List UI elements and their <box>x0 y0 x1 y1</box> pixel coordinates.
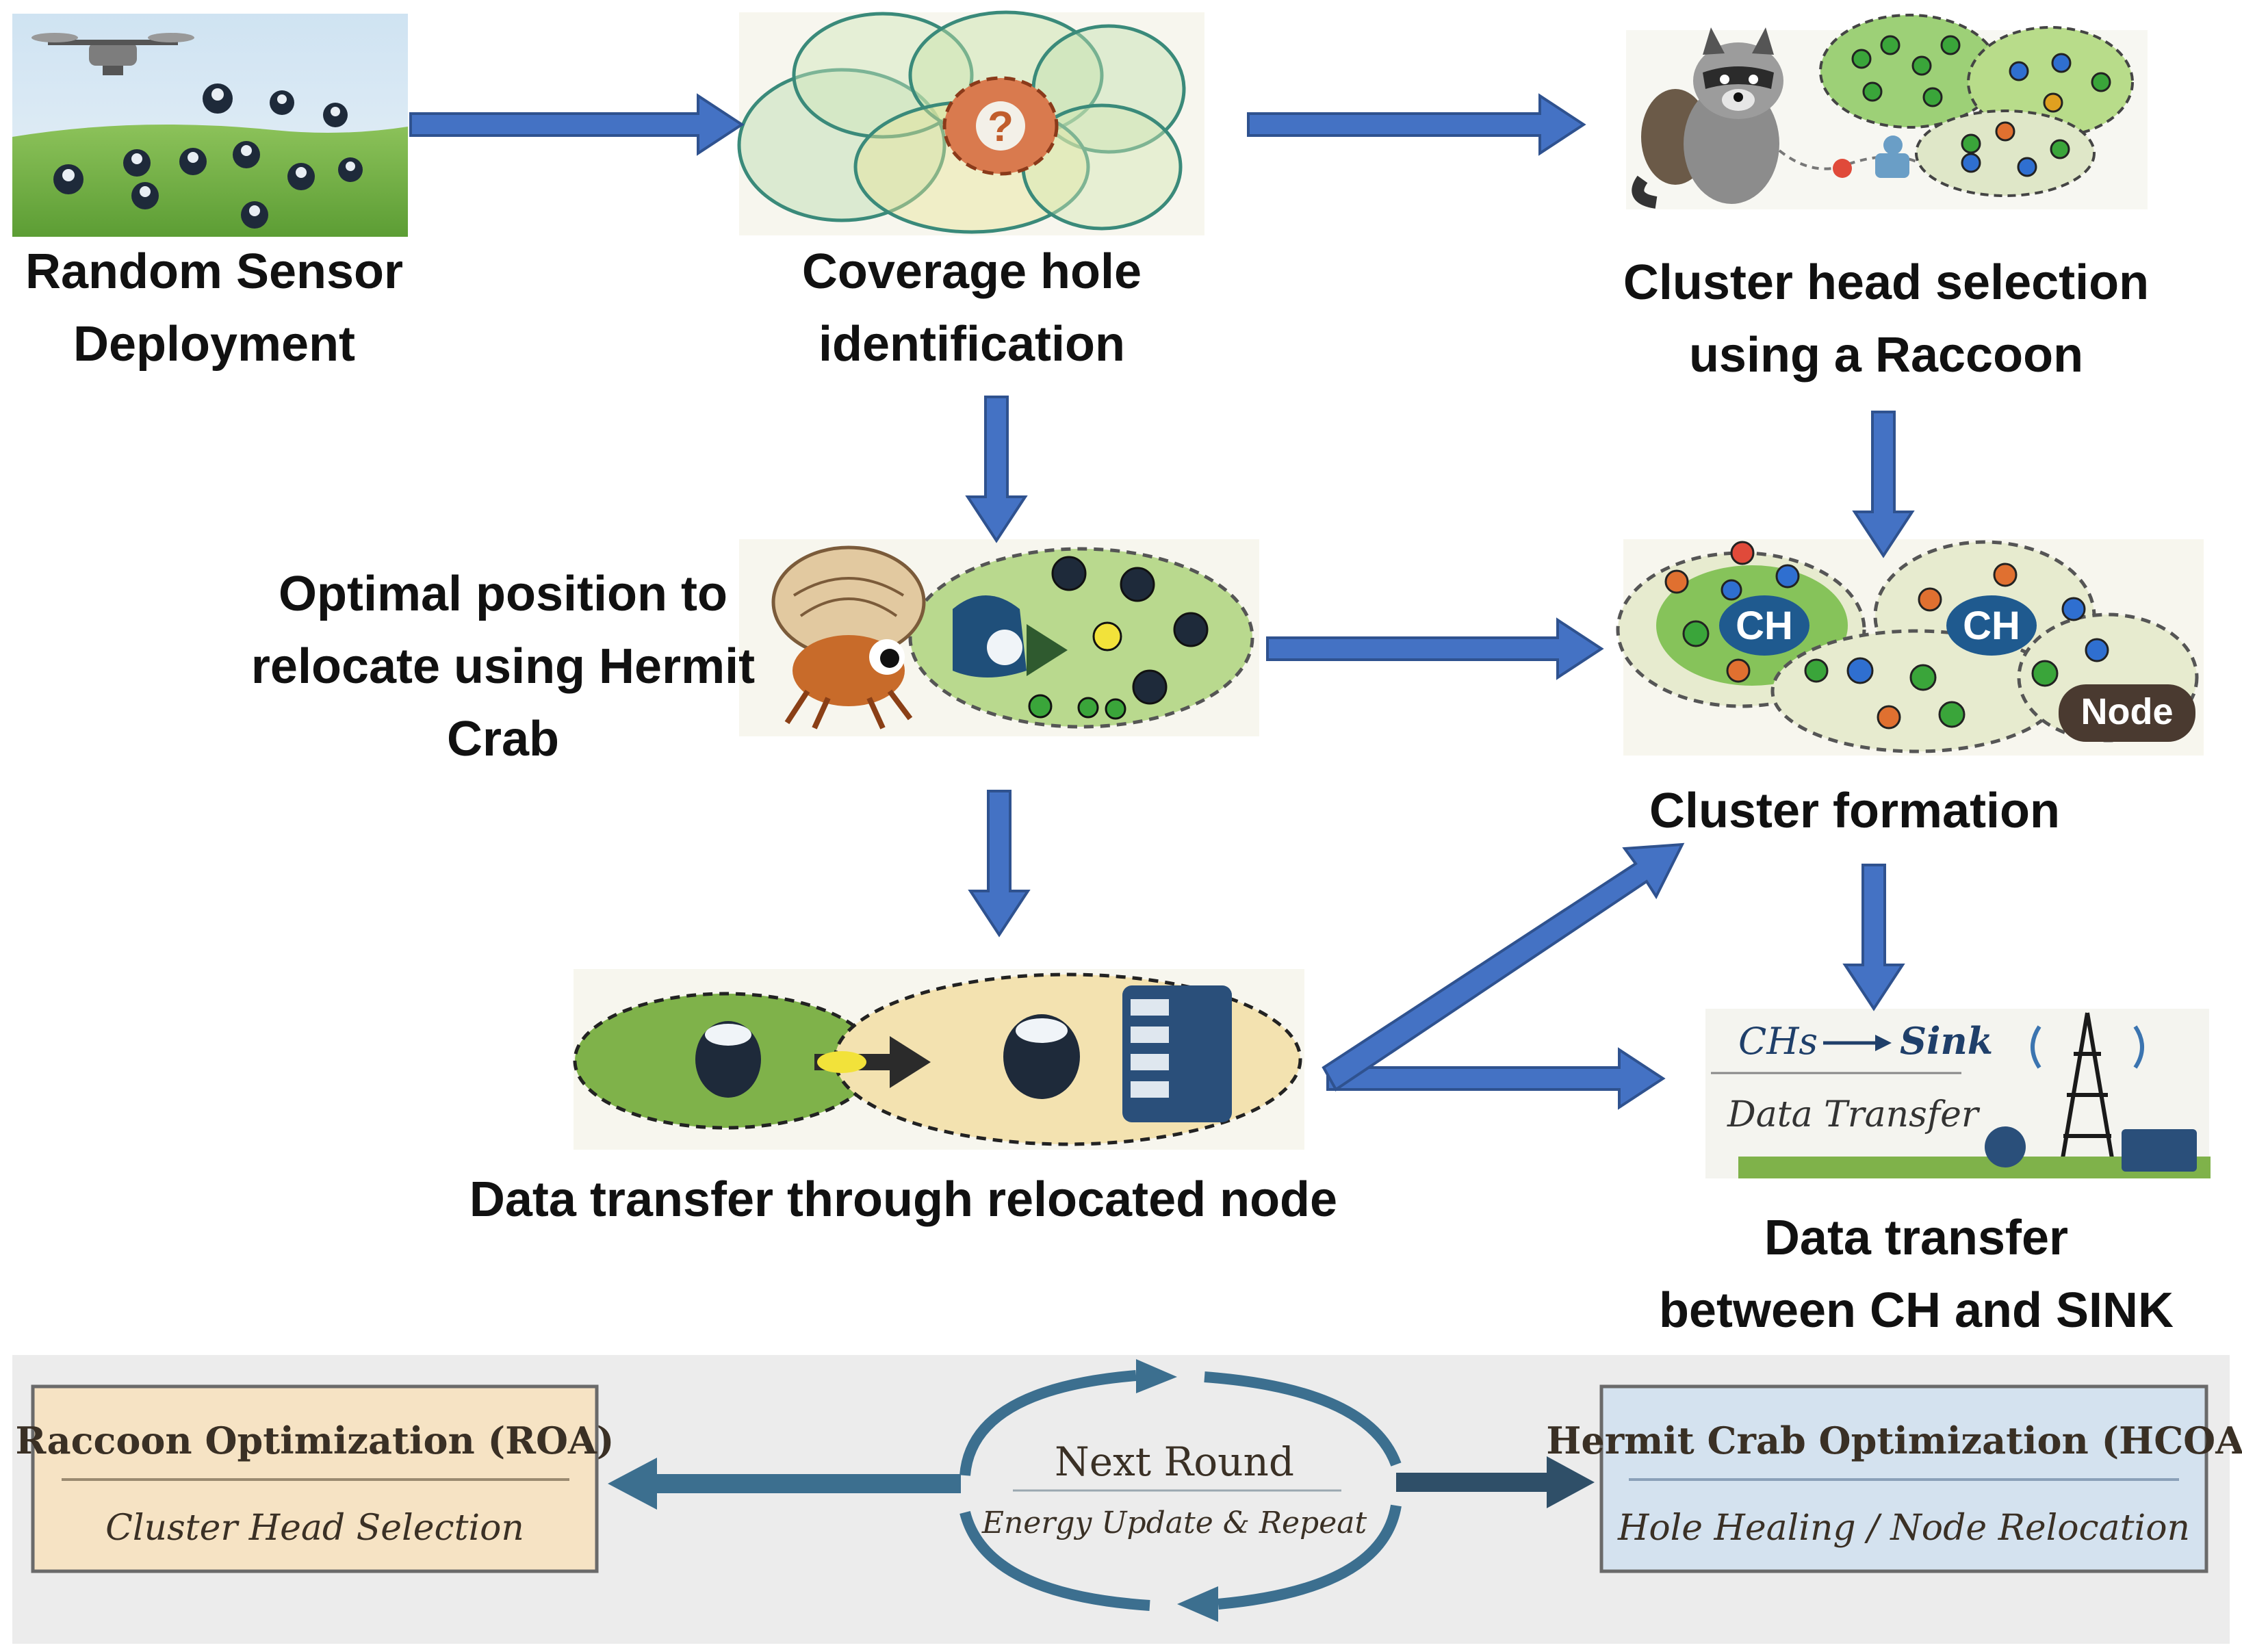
sensor-node-old-icon <box>695 1021 761 1098</box>
question-mark-icon: ? <box>988 103 1014 151</box>
sink-tower-icon <box>2031 1012 2144 1175</box>
relocated-node-image <box>573 969 1304 1150</box>
arrow-relocated-to-formation <box>1322 842 1685 1092</box>
cluster-node-icons <box>1851 35 2111 177</box>
arrow-optimal-to-formation <box>1266 617 1604 680</box>
step-label-sink: Data transfer between CH and SINK <box>1658 1211 2174 1338</box>
step-label-relocated: Data transfer through relocated node <box>469 1172 1338 1227</box>
arrow-relocated-to-sink <box>1326 1047 1666 1110</box>
hcoa-subtitle: Hole Healing / Node Relocation <box>1617 1508 2190 1549</box>
sink-flow-from: CHs <box>1738 1020 1818 1063</box>
coverage-image: ? <box>737 10 1204 235</box>
arrow-formation-to-sink <box>1842 864 1905 1011</box>
hcoa-box: Hermit Crab Optimization (HCOA) Hole Hea… <box>1546 1384 2242 1573</box>
sink-image: CHs Sink Data Transfer <box>1705 1009 2211 1178</box>
step-label-coverage: Coverage hole identification <box>801 244 1142 372</box>
hcoa-title: Hermit Crab Optimization (HCOA) <box>1546 1419 2242 1462</box>
step-label-deploy: Random Sensor Deployment <box>25 244 404 372</box>
roa-title: Raccoon Optimization (ROA) <box>16 1419 615 1462</box>
raccoon-icon <box>1632 27 1783 209</box>
roa-box: Raccoon Optimization (ROA) Cluster Head … <box>16 1384 615 1573</box>
next-round-subtitle: Energy Update & Repeat <box>981 1506 1367 1540</box>
transfer-arrow-icon <box>814 1036 931 1088</box>
node-badge: Node <box>2059 684 2195 742</box>
svg-text:CH: CH <box>1736 604 1793 648</box>
ch-badge-right: CH <box>1946 595 2037 656</box>
arrow-optimal-to-relocated <box>968 790 1031 938</box>
arrow-coverage-to-optimal <box>965 396 1028 543</box>
ch-badge-left: CH <box>1719 595 1809 656</box>
hermit-crab-icon <box>771 545 926 730</box>
hermit-crab-image <box>739 539 1259 736</box>
arrow-coverage-to-raccoon <box>1247 93 1586 156</box>
magnet-icon <box>1875 135 1909 178</box>
step-label-cluster-formation: Cluster formation <box>1649 784 2061 838</box>
relocation-node-icons <box>1028 556 1209 720</box>
cluster-formation-image: CH CH Node <box>1616 539 2204 756</box>
roa-subtitle: Cluster Head Selection <box>105 1508 524 1549</box>
raccoon-image <box>1626 14 2148 209</box>
drone-icon <box>31 33 194 75</box>
arrow-deploy-to-coverage <box>409 93 745 156</box>
cycle-arrows-icon <box>959 1370 1402 1611</box>
svg-text:Node: Node <box>2081 691 2174 732</box>
cycle-panel: Raccoon Optimization (ROA) Cluster Head … <box>12 1355 2242 1644</box>
step-label-optimal: Optimal position to relocate using Hermi… <box>250 567 756 766</box>
next-round-title: Next Round <box>1055 1438 1294 1485</box>
sink-caption: Data Transfer <box>1727 1094 1981 1135</box>
deployment-image <box>12 14 408 237</box>
step-label-cluster-head: Cluster head selection using a Raccoon <box>1623 255 2150 383</box>
cycle-side-arrows <box>608 1456 1595 1510</box>
arrow-raccoon-to-formation <box>1852 411 1915 558</box>
cluster-member-icons <box>1664 541 2109 730</box>
sensor-node-new-icon <box>1003 1014 1080 1099</box>
flow-arrows <box>409 93 1915 1110</box>
sink-flow-to: Sink <box>1900 1019 1993 1063</box>
svg-text:CH: CH <box>1963 604 2020 648</box>
server-icon <box>1122 985 1232 1122</box>
